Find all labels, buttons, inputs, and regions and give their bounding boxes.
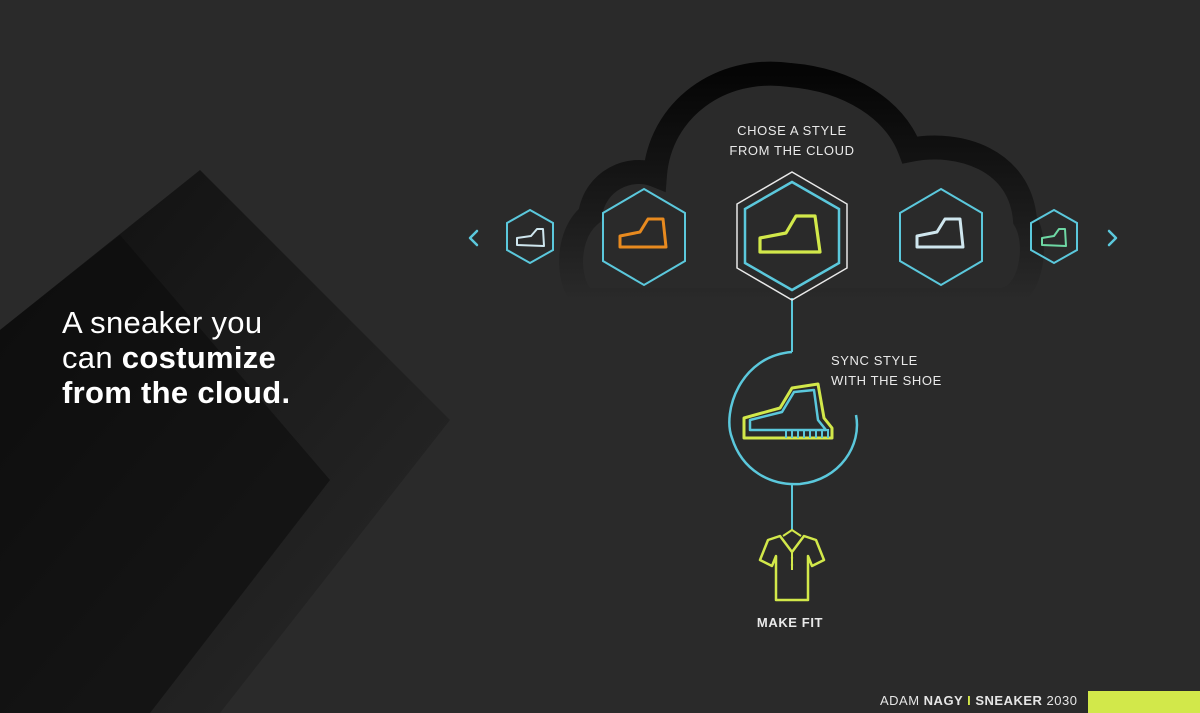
product-name: SNEAKER (975, 693, 1043, 708)
step-fit-label: MAKE FIT (756, 615, 824, 630)
sneaker-icon (742, 382, 834, 440)
chevron-right-icon[interactable] (1100, 226, 1124, 250)
headline-line-2: can costumize (62, 340, 290, 375)
author-last: NAGY (923, 693, 963, 708)
style-option-small-right[interactable] (1030, 208, 1078, 265)
sneaker-icon (758, 214, 822, 254)
step-choose-line-2: FROM THE CLOUD (729, 143, 855, 158)
style-option-orange[interactable] (602, 187, 686, 287)
style-option-light[interactable] (899, 187, 983, 287)
cloud-icon (559, 61, 1044, 312)
step-sync-line-1: SYNC STYLE (831, 353, 918, 368)
footer-separator: I (963, 693, 976, 708)
sneaker-icon (1041, 228, 1067, 247)
sneaker-icon (915, 217, 965, 249)
step-choose-label: CHOSE A STYLE FROM THE CLOUD (722, 121, 862, 161)
headline-line-2-regular: can (62, 340, 122, 375)
chevron-left-icon[interactable] (462, 226, 486, 250)
footer-accent-bar (1088, 691, 1200, 713)
headline: A sneaker you can costumize from the clo… (62, 305, 290, 410)
headline-line-3: from the cloud. (62, 375, 290, 410)
style-option-selected[interactable] (736, 171, 848, 301)
product-year: 2030 (1042, 693, 1078, 708)
headline-line-1: A sneaker you (62, 305, 263, 340)
step-choose-line-1: CHOSE A STYLE (737, 123, 847, 138)
headline-line-2-bold: costumize (121, 340, 277, 375)
footer-credit: ADAM NAGY I SNEAKER 2030 (880, 693, 1077, 708)
step-sync-label: SYNC STYLE WITH THE SHOE (831, 351, 942, 391)
step-sync-line-2: WITH THE SHOE (831, 373, 942, 388)
style-option-small-left[interactable] (506, 208, 554, 265)
sneaker-icon (618, 217, 668, 249)
author-first: ADAM (880, 693, 924, 708)
headline-line-3-bold: from the cloud. (62, 375, 291, 410)
sneaker-icon (516, 228, 545, 247)
polo-shirt-icon (758, 528, 826, 602)
